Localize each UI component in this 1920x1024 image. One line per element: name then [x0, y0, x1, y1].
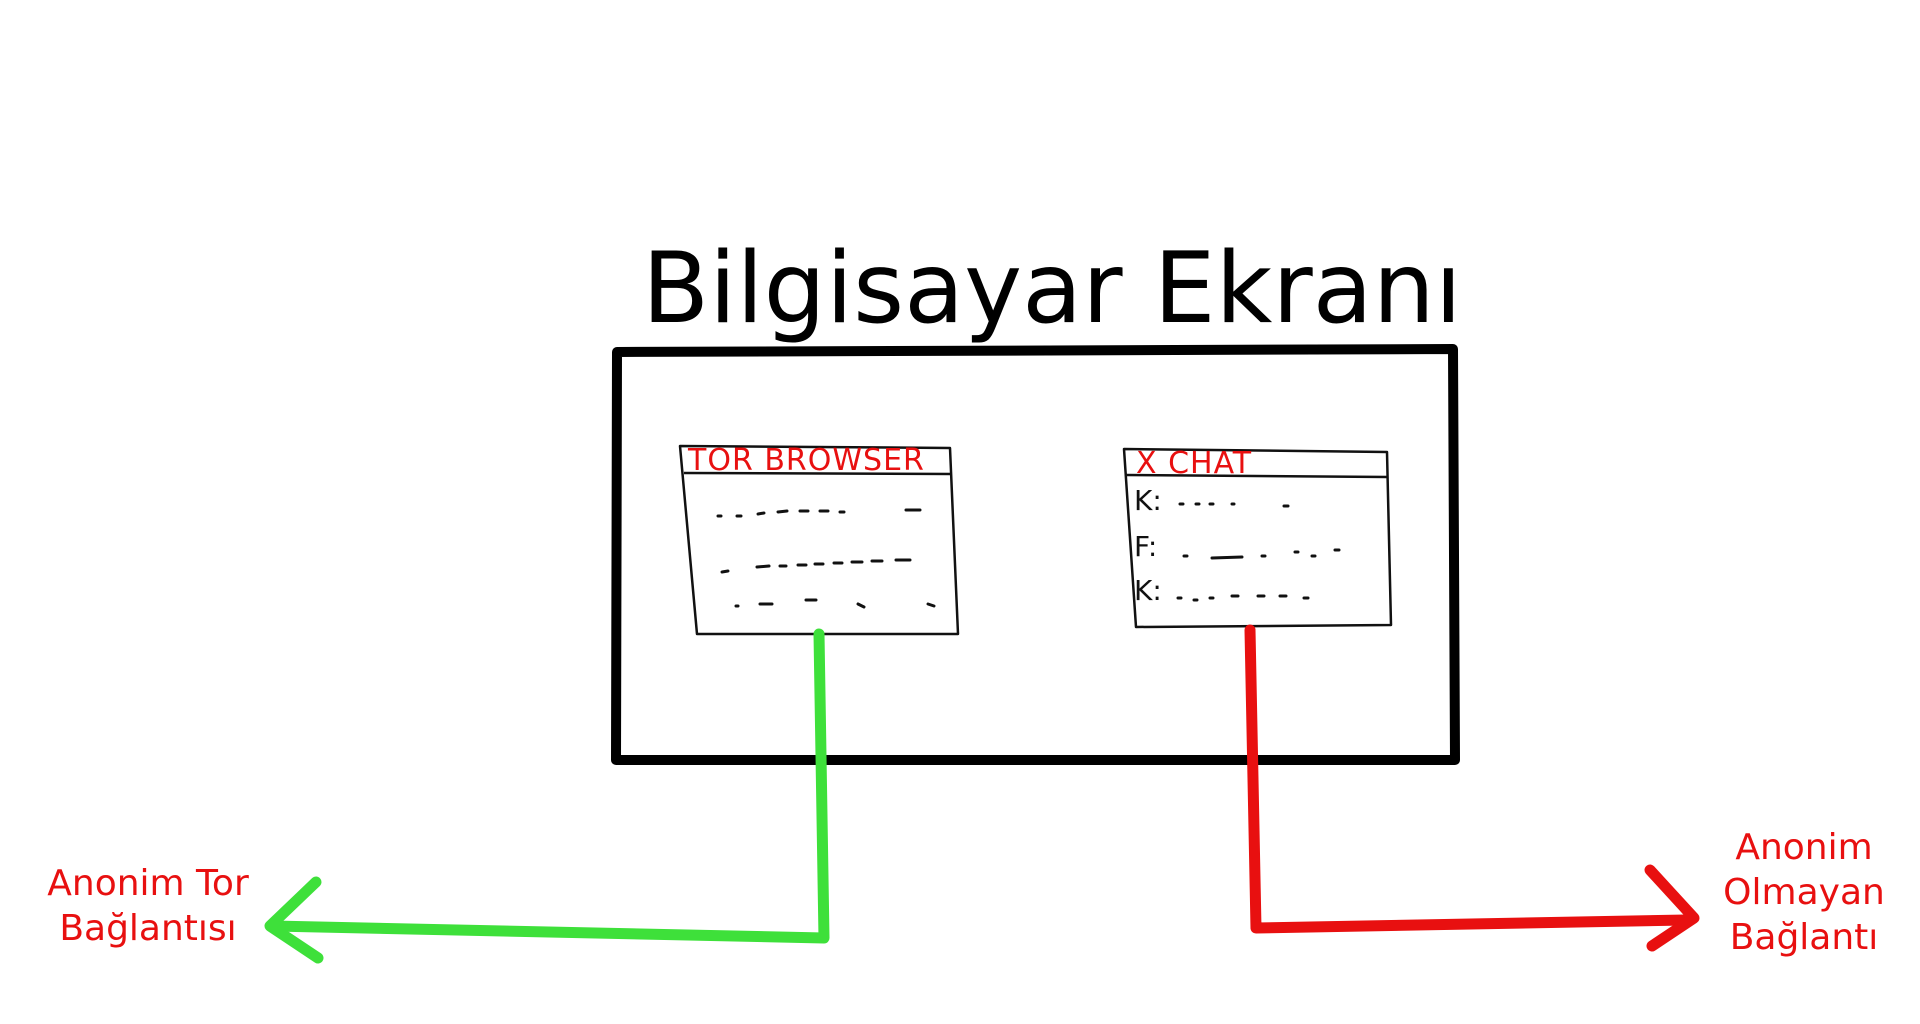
- chat-row-3-sender: K:: [1134, 574, 1162, 607]
- chat-row-2-sender: F:: [1134, 530, 1157, 563]
- anonymous-connection-arrow: [264, 628, 830, 964]
- non-anonymous-connection-label: Anonim Olmayan Bağlantı: [1723, 827, 1885, 958]
- computer-screen: [611, 344, 1460, 765]
- anonymous-connection-label-line-2: Bağlantısı: [59, 908, 236, 949]
- anonymous-connection-label-line-1: Anonim Tor: [47, 863, 249, 904]
- x-chat-content-scribbles: [1176, 502, 1341, 602]
- non-anonymous-connection-label-line-1: Anonim: [1735, 827, 1872, 868]
- anonymous-connection-label: Anonim Tor Bağlantısı: [47, 863, 249, 949]
- non-anonymous-connection-arrow: [1244, 624, 1700, 952]
- tor-browser-title: TOR BROWSER: [687, 443, 925, 478]
- x-chat-window: X CHAT K: F: K:: [1122, 446, 1393, 629]
- x-chat-title: X CHAT: [1136, 446, 1252, 481]
- non-anonymous-connection-label-line-3: Bağlantı: [1730, 917, 1879, 958]
- tor-browser-window: TOR BROWSER: [678, 443, 960, 636]
- chat-row-1-sender: K:: [1134, 484, 1162, 517]
- tor-browser-content-scribbles: [716, 508, 936, 609]
- non-anonymous-connection-label-line-2: Olmayan: [1723, 872, 1885, 913]
- diagram-title: Bilgisayar Ekranı: [642, 232, 1462, 346]
